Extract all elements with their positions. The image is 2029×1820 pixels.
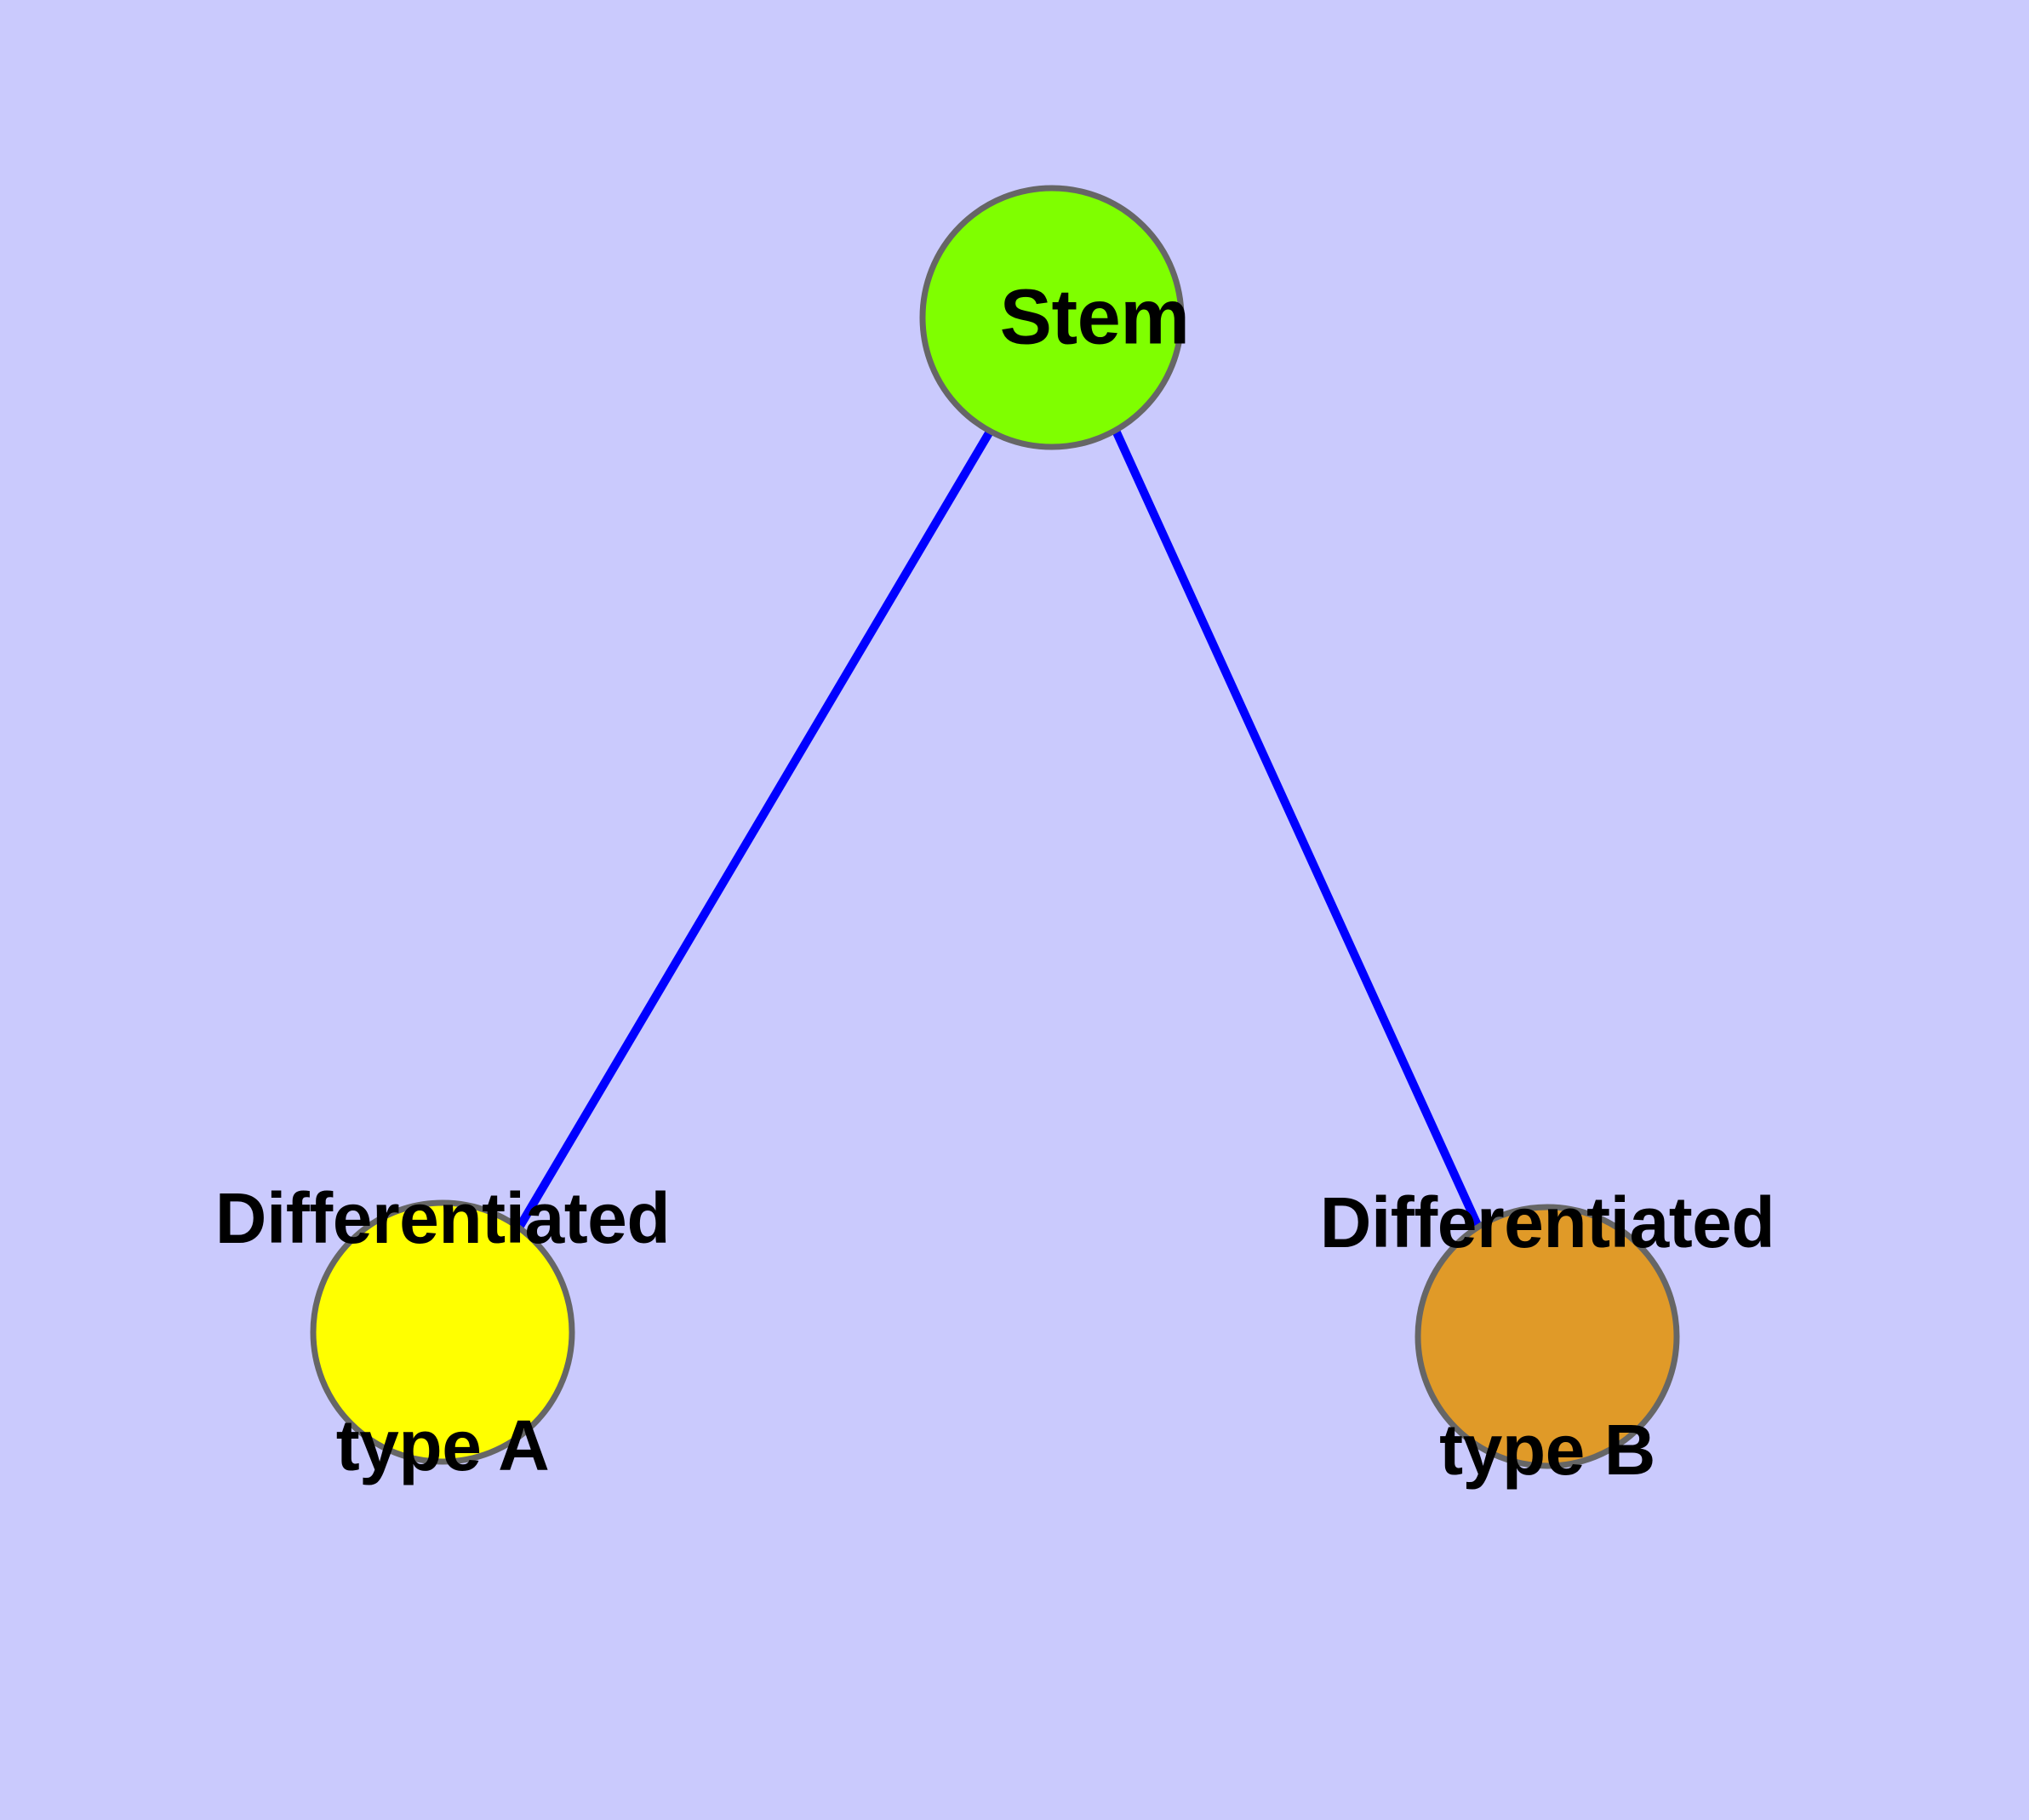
node-differentiated-type-a[interactable]: [310, 1199, 575, 1465]
edge-layer: [515, 429, 1485, 1235]
edge-stem-to-diff-a: [515, 429, 994, 1230]
node-layer: [310, 185, 1680, 1469]
node-stem[interactable]: [919, 185, 1185, 450]
node-differentiated-type-b[interactable]: [1415, 1204, 1680, 1469]
edge-stem-to-diff-b: [1112, 430, 1485, 1235]
